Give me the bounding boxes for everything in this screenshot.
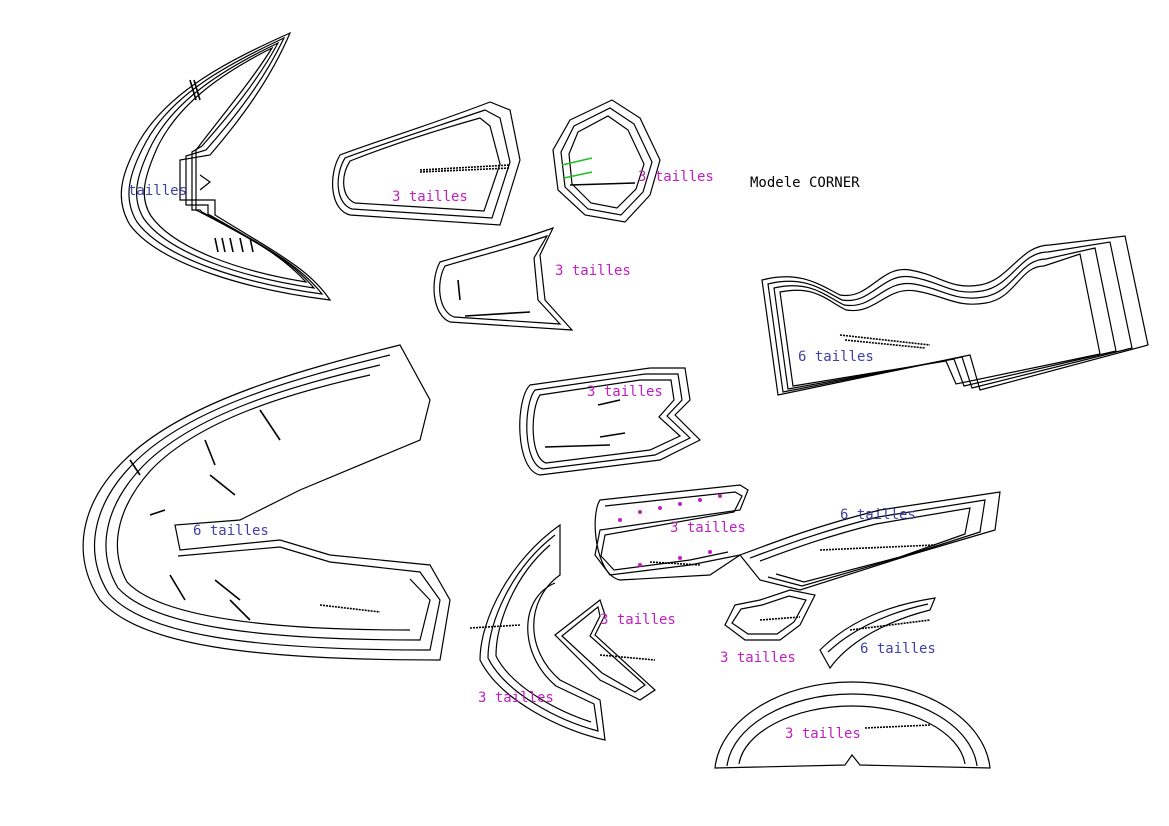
piece-toe-cap (714, 681, 991, 769)
piece-7-label: 6 tailles (193, 523, 269, 539)
piece-thin-strip (819, 597, 936, 670)
piece-vamp-top (332, 101, 521, 226)
piece-10-label: 3 tailles (478, 690, 554, 706)
piece-8-label: 3 tailles (670, 520, 746, 536)
piece-6-label: 3 tailles (587, 384, 663, 400)
piece-5-label: 6 tailles (798, 349, 874, 365)
piece-11-label: 3 tailles (600, 612, 676, 628)
piece-side-strip (739, 491, 1001, 591)
piece-15-label: 3 tailles (785, 726, 861, 742)
piece-crescent-bottom (469, 523, 606, 741)
piece-2-label: 3 tailles (392, 189, 468, 205)
piece-upper-left (82, 344, 451, 661)
piece-1-label: tailles (128, 183, 187, 199)
piece-wing-small (554, 599, 656, 701)
piece-12-label: 3 tailles (720, 650, 796, 666)
piece-3-label: 3 tailles (638, 169, 714, 185)
piece-heel-cap (552, 99, 661, 223)
piece-4-label: 3 tailles (555, 263, 631, 279)
piece-boomerang-top-left (120, 31, 332, 301)
piece-counter (519, 367, 702, 476)
piece-9-label: 6 tailles (840, 507, 916, 523)
piece-tongue (433, 226, 574, 331)
piece-13-label: 6 tailles (860, 641, 936, 657)
piece-reinforcement (724, 589, 816, 641)
model-title: Modele CORNER (750, 175, 860, 191)
piece-quarter-right (761, 235, 1149, 396)
piece-eyestay (594, 484, 749, 581)
